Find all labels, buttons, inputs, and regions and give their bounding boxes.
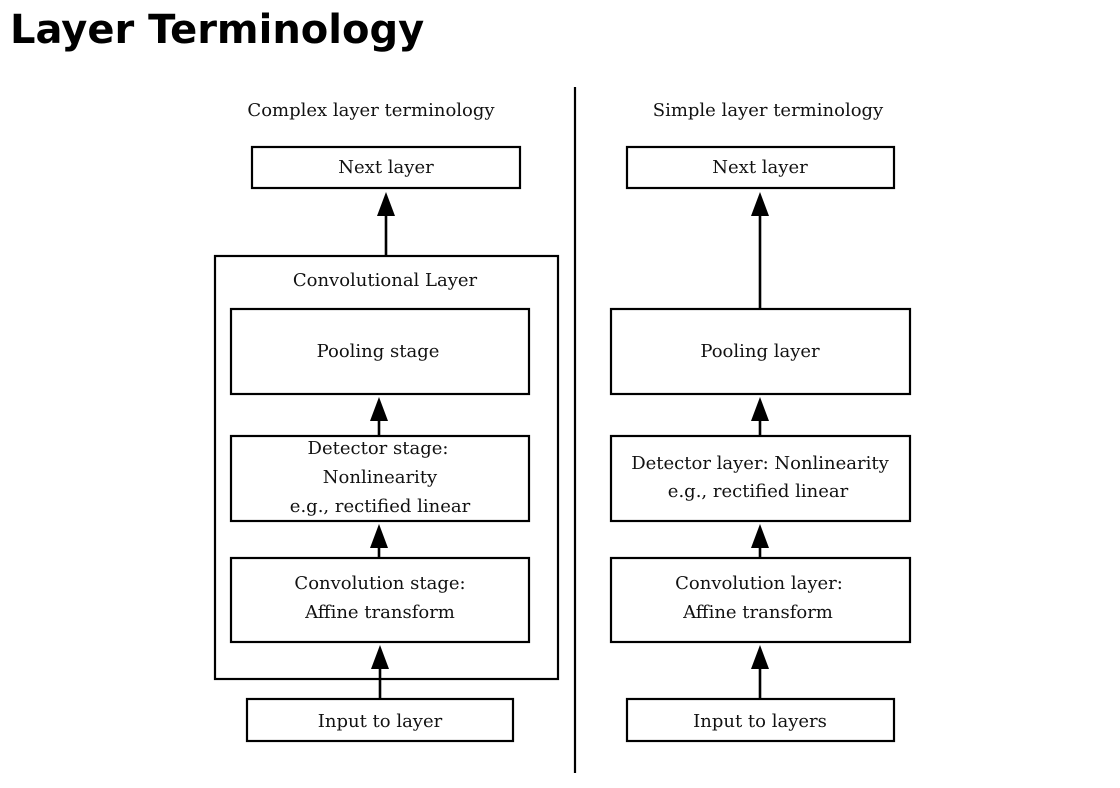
complex-arrow-head-conv-to-detector [370, 524, 388, 548]
complex-convolution-stage-box [229, 556, 531, 644]
simple-detector-line-2: e.g., rectified linear [668, 481, 849, 502]
simple-arrow-head-conv-to-detector [751, 524, 769, 548]
complex-convolution-line-2: Affine transform [304, 602, 455, 623]
complex-convolution-line-1: Convolution stage: [294, 573, 465, 594]
simple-pooling-layer-label: Pooling layer [700, 341, 820, 362]
complex-detector-stage-box [229, 434, 531, 523]
complex-input-label: Input to layer [318, 711, 443, 732]
complex-next-layer-label: Next layer [338, 157, 434, 178]
simple-detector-layer-box [609, 434, 912, 523]
simple-detector-line-1: Detector layer: Nonlinearity [631, 453, 889, 474]
simple-convolution-line-1: Convolution layer: [675, 573, 843, 594]
simple-heading: Simple layer terminology [653, 100, 884, 121]
simple-convolution-line-2: Affine transform [682, 602, 833, 623]
complex-arrow-head-to-next [377, 192, 395, 216]
complex-detector-line-3: e.g., rectified linear [290, 496, 471, 517]
complex-detector-line-1: Detector stage: [308, 438, 449, 459]
simple-next-layer-label: Next layer [712, 157, 808, 178]
complex-pooling-stage-box [229, 307, 531, 396]
simple-next-layer-box [625, 145, 896, 190]
complex-arrow-head-detector-to-pooling [370, 397, 388, 421]
complex-conv-layer-label: Convolutional Layer [293, 270, 478, 291]
simple-pooling-layer-box [609, 307, 912, 396]
simple-input-box [625, 697, 896, 743]
simple-input-label: Input to layers [693, 711, 827, 732]
simple-arrow-head-input-to-conv [751, 645, 769, 669]
page-title: Layer Terminology [10, 7, 425, 53]
simple-convolution-layer-box [609, 556, 912, 644]
complex-conv-layer-frame [213, 254, 560, 681]
complex-next-layer-box [250, 145, 522, 190]
complex-detector-line-2: Nonlinearity [323, 467, 438, 488]
complex-arrow-head-input-to-conv [371, 645, 389, 669]
simple-arrow-head-detector-to-pooling [751, 397, 769, 421]
complex-heading: Complex layer terminology [247, 100, 495, 121]
complex-pooling-stage-label: Pooling stage [317, 341, 440, 362]
simple-arrow-head-pooling-to-next [751, 192, 769, 216]
complex-input-box [245, 697, 515, 743]
